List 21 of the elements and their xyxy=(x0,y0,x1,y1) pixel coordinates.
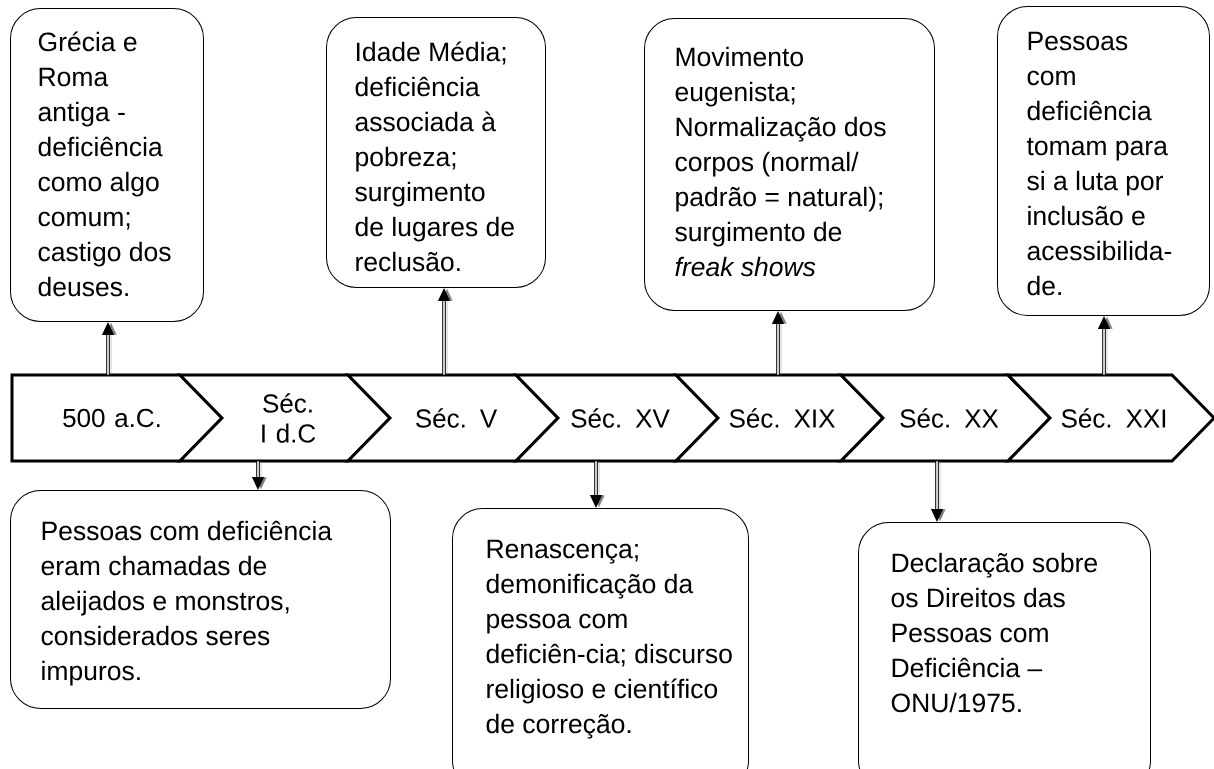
event-box: Grécia e Roma antiga - deficiência como algo comum; castigo dos deuses. xyxy=(10,8,204,322)
arrow xyxy=(1098,316,1113,376)
chevron-segment: Séc. XIX xyxy=(672,373,886,463)
event-box: Pessoas com deficiência tomam para si a luta por inclusão e acessibilida-de. xyxy=(997,6,1210,316)
arrow xyxy=(102,322,117,376)
chevron-segment: Séc. XXI xyxy=(1004,373,1214,463)
event-box: Idade Média; deficiência associada à pobreza; surgimento de lugares de reclusão. xyxy=(326,17,546,288)
node-label: Séc. XXI xyxy=(1061,408,1166,428)
event-box: Movimento eugenista; Normalização dos corpos (normal/ padrão = natural); surgimento de freak shows xyxy=(644,18,935,311)
arrow xyxy=(252,460,267,490)
event-box: Pessoas com deficiência eram chamadas de aleijados e monstros, considerados seres impuros. xyxy=(10,490,391,709)
event-box: Declaração sobre os Direitos das Pessoas com Deficiência – ONU/1975. xyxy=(858,522,1151,769)
event-box: Renascença; demonificação da pessoa com deficiên-cia; discurso religioso e científico de correção. xyxy=(452,508,749,769)
arrow xyxy=(772,311,787,376)
arrow xyxy=(438,288,453,376)
arrow xyxy=(590,460,605,508)
chevron-segment: Séc. XX xyxy=(837,373,1053,463)
chevron-segment: Séc. V xyxy=(344,373,561,463)
arrow xyxy=(931,460,946,522)
chevron-segment: Séc. I d.C xyxy=(176,373,393,463)
chevron-segment: Séc. XV xyxy=(512,373,721,463)
